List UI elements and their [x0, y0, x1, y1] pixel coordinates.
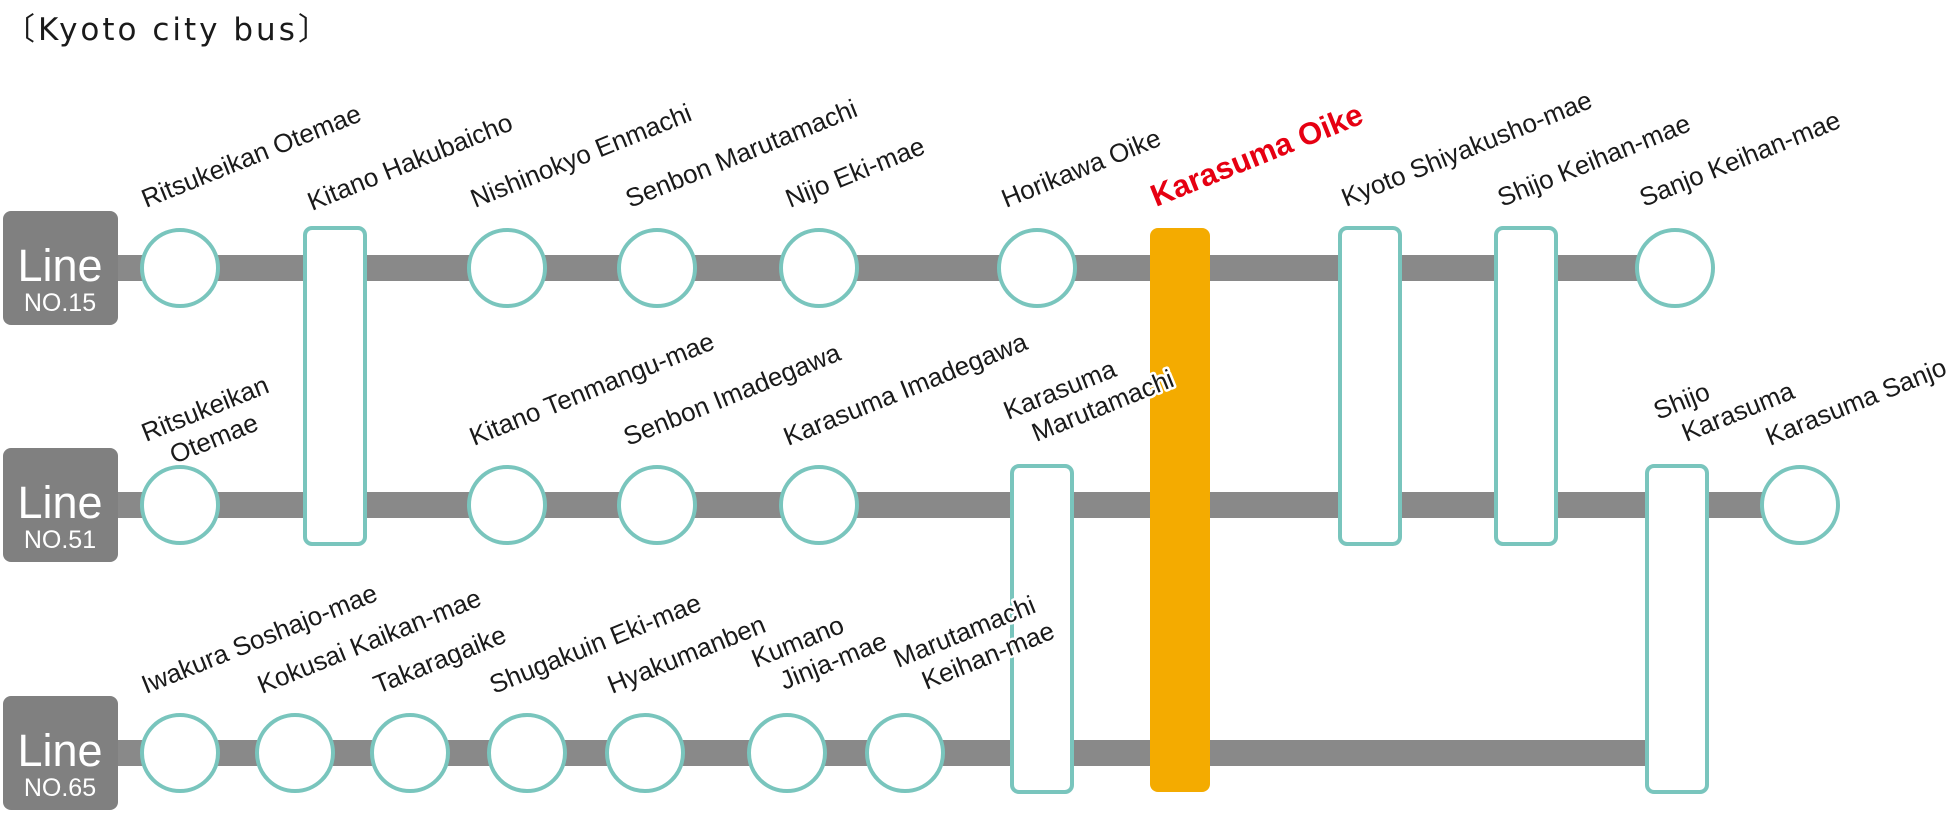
bus-stop-circle [617, 465, 697, 545]
bus-stop-circle [1760, 465, 1840, 545]
bus-stop-circle [779, 465, 859, 545]
bus-stop-circle [617, 228, 697, 308]
stop-label-s11: RitsukeikanOtemae [137, 369, 284, 476]
transfer-stop-pillar [1338, 226, 1402, 546]
bus-stop-circle [140, 228, 220, 308]
line-badge-word: Line [17, 725, 102, 776]
bus-stop-circle [997, 228, 1077, 308]
transfer-stop-pillar [1010, 464, 1074, 794]
bus-stop-circle [140, 465, 220, 545]
transfer-stop-pillar [1494, 226, 1558, 546]
line-badge-number: NO.51 [24, 526, 96, 554]
line-badge-number: NO.65 [24, 774, 96, 802]
transfer-stop-pillar [1645, 464, 1709, 794]
bus-stop-circle [747, 713, 827, 793]
line-badge-box [3, 696, 118, 810]
stop-label-s12: Kitano Tenmangu-mae [465, 326, 718, 452]
stop-label-s23: KumanoJinja-mae [747, 597, 891, 703]
stop-label-s07: Karasuma Oike [1146, 96, 1368, 213]
bus-stop-circle [140, 713, 220, 793]
bus-stop-circle [487, 713, 567, 793]
line-badge-word: Line [17, 477, 102, 528]
line-badge-box [3, 211, 118, 325]
line-badge-word: Line [17, 240, 102, 291]
bus-stop-circle [255, 713, 335, 793]
line-badge-box [3, 448, 118, 562]
bus-stop-circle [1635, 228, 1715, 308]
transfer-stop-pillar [303, 226, 367, 546]
bus-stop-circle [605, 713, 685, 793]
line-badge-number: NO.15 [24, 289, 96, 317]
stop-label-s06: Horikawa Oike [997, 122, 1165, 213]
bus-stop-circle [370, 713, 450, 793]
bus-stop-circle [865, 713, 945, 793]
bus-stop-circle [467, 465, 547, 545]
bus-stop-circle [467, 228, 547, 308]
stop-label-s08: Kyoto Shiyakusho-mae [1337, 85, 1596, 213]
highlight-stop-pillar [1150, 228, 1210, 792]
route-line-l15 [118, 255, 1685, 281]
diagram-title: 〔Kyoto city bus〕 [4, 12, 332, 48]
bus-stop-circle [779, 228, 859, 308]
